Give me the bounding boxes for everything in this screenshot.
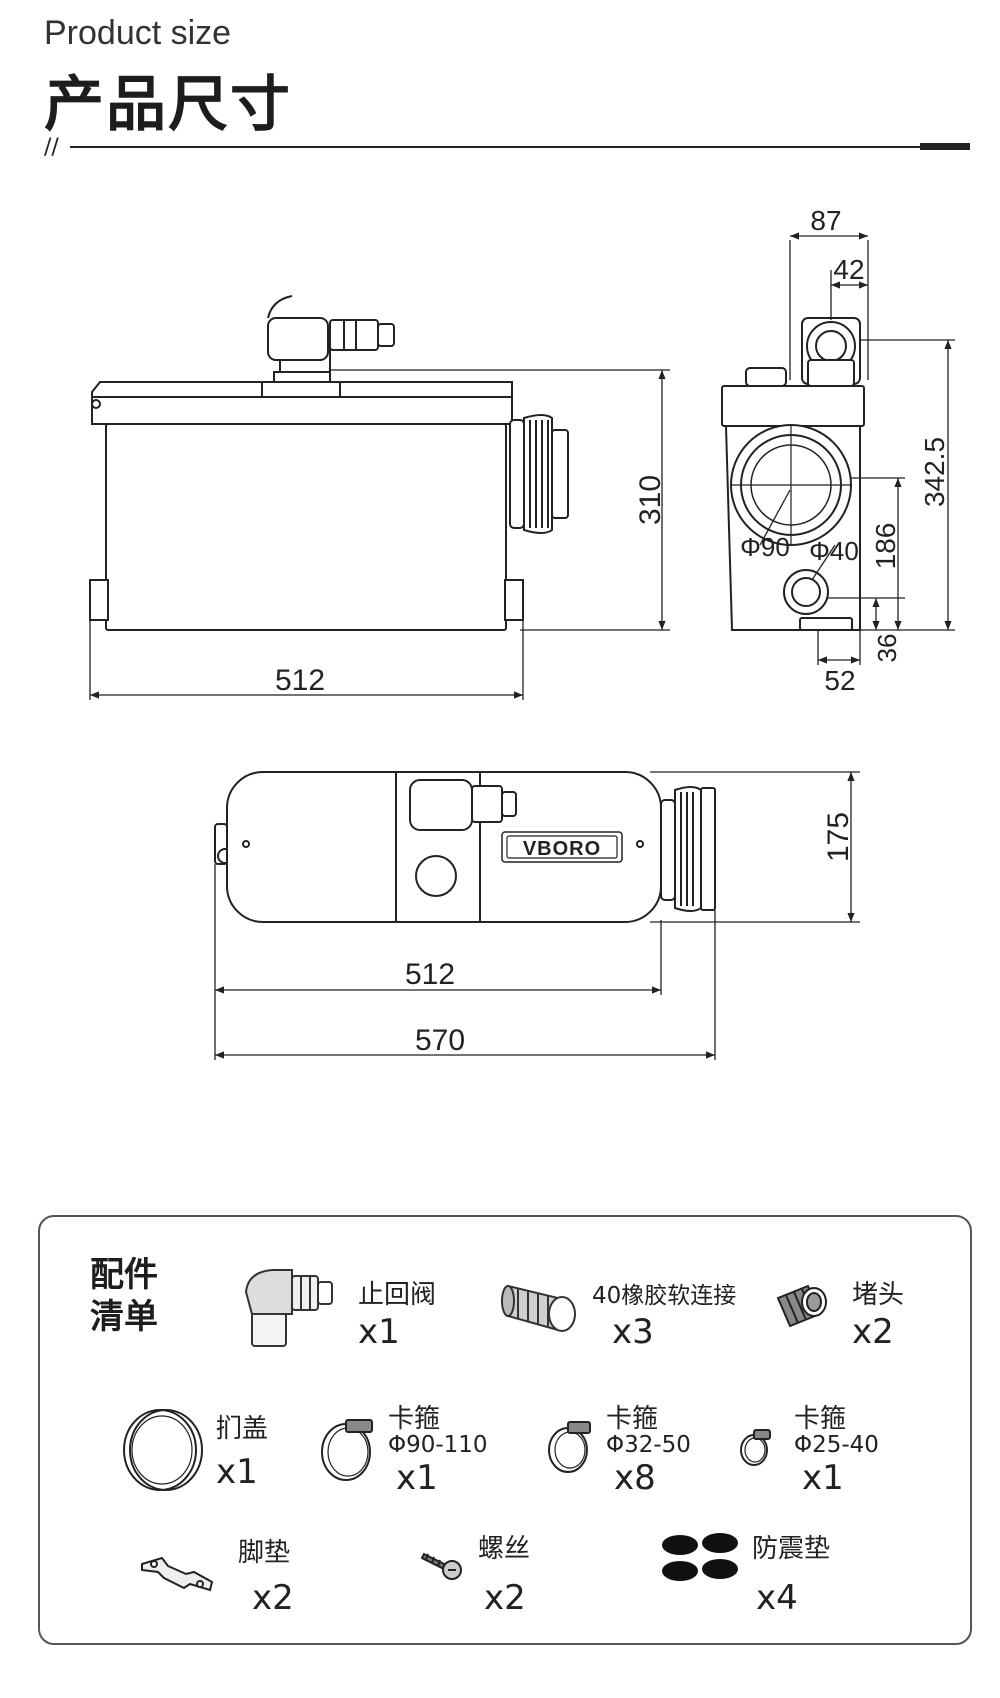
accessory-qty-plug: x2 — [852, 1312, 894, 1352]
accessory-qty-check-valve: x1 — [358, 1312, 400, 1352]
dim-top-body-length: 512 — [405, 958, 455, 991]
side-view — [721, 317, 865, 631]
technical-drawing: 310 512 — [89, 205, 955, 1060]
hose-clamp-icon — [321, 1419, 373, 1481]
dim-phi40: Φ40 — [809, 536, 859, 566]
foot-pad-icon — [141, 1556, 214, 1592]
check-valve-icon — [244, 1269, 333, 1347]
dim-front-width: 512 — [275, 664, 325, 697]
accessory-name-screw: 螺丝 — [478, 1534, 531, 1564]
accessory-qty-anti-vibration-pad: x4 — [756, 1578, 798, 1618]
dim-side-inlet-height: 186 — [870, 523, 901, 570]
header-slashes: // — [44, 135, 59, 160]
front-view-dimensions — [89, 369, 670, 700]
accessory-name-anti-vibration-pad: 防震垫 — [752, 1534, 831, 1564]
dim-side-total-height: 342.5 — [919, 437, 950, 507]
dim-top-total-length: 570 — [415, 1024, 465, 1057]
header-rule-accent — [920, 143, 970, 150]
accessory-name-clamp-25-40: 卡箍 — [794, 1404, 847, 1434]
dim-side-bottom-height: 36 — [872, 634, 902, 663]
accessory-qty-cap: x1 — [216, 1452, 258, 1492]
dim-front-height: 310 — [634, 475, 667, 525]
accessory-qty-rubber-connector: x3 — [612, 1312, 654, 1352]
accessory-spec-clamp-90-110: Φ90-110 — [388, 1432, 488, 1458]
dim-side-bottom-offset: 52 — [824, 665, 855, 696]
accessory-spec-clamp-32-50: Φ32-50 — [606, 1432, 691, 1458]
brand-logo: VBORO — [523, 838, 601, 860]
top-view — [214, 771, 716, 923]
cap-icon — [123, 1409, 203, 1491]
dim-side-top-offset: 42 — [833, 254, 864, 285]
hose-clamp-icon — [548, 1421, 591, 1473]
anti-vibration-pad-icon — [662, 1533, 738, 1581]
accessory-qty-clamp-25-40: x1 — [802, 1458, 844, 1498]
accessory-name-foot-pad: 脚垫 — [238, 1538, 291, 1568]
top-view-dimensions — [214, 771, 860, 1060]
plug-icon — [776, 1284, 827, 1328]
accessories-title-line2: 清单 — [90, 1297, 158, 1337]
accessories-panel — [38, 1215, 972, 1645]
accessory-qty-screw: x2 — [484, 1578, 526, 1618]
accessory-name-check-valve: 止回阀 — [358, 1280, 437, 1310]
accessory-qty-clamp-32-50: x8 — [614, 1458, 656, 1498]
screw-icon — [420, 1552, 462, 1580]
accessories-title-line1: 配件 — [90, 1255, 158, 1295]
title-english: Product size — [44, 14, 232, 52]
side-view-dimensions — [759, 232, 955, 665]
header-rule — [70, 146, 925, 148]
accessory-name-plug: 堵头 — [852, 1280, 905, 1310]
accessory-name-cap: 扪盖 — [216, 1414, 269, 1444]
accessory-name-clamp-90-110: 卡箍 — [388, 1404, 441, 1434]
front-view — [89, 295, 569, 631]
rubber-connector-icon — [501, 1284, 576, 1332]
dim-side-top-width: 87 — [810, 205, 841, 236]
accessory-name-clamp-32-50: 卡箍 — [606, 1404, 659, 1434]
accessory-qty-clamp-90-110: x1 — [396, 1458, 438, 1498]
accessory-qty-foot-pad: x2 — [252, 1578, 294, 1618]
dim-phi90: Φ90 — [740, 532, 790, 562]
dim-top-depth: 175 — [822, 812, 855, 862]
accessory-name-rubber-connector: 40橡胶软连接 — [592, 1283, 737, 1309]
accessory-spec-clamp-25-40: Φ25-40 — [794, 1432, 879, 1458]
hose-clamp-icon — [740, 1429, 771, 1466]
title-chinese: 产品尺寸 — [44, 70, 292, 140]
